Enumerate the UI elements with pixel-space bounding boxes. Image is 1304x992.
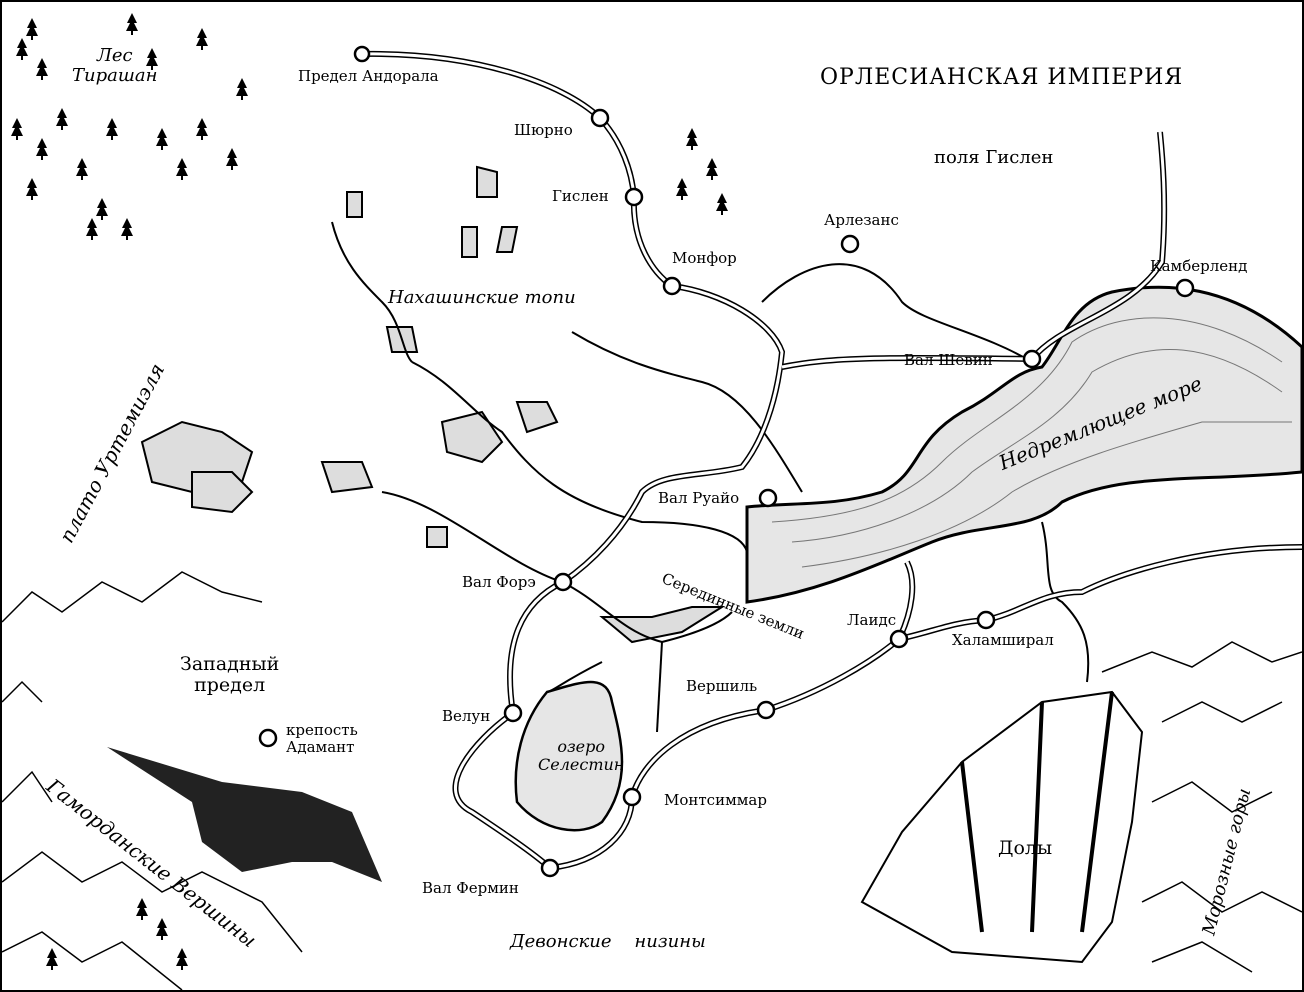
- city-halamshiral: Халамширал: [952, 631, 1054, 649]
- lake-label-2: Селестин: [538, 754, 625, 774]
- city-velun: Велун: [442, 707, 491, 725]
- dales-cliffs: [860, 690, 1144, 964]
- marsh-ponds: [140, 165, 726, 644]
- western-approach-1: Западный: [180, 653, 280, 675]
- city-andoral: Предел Андорала: [298, 67, 439, 85]
- forest-label-1: Лес: [96, 45, 133, 66]
- marshes-label: Нахашинские топи: [388, 287, 576, 308]
- rift: [107, 747, 382, 882]
- city-cumberland: Камберленд: [1150, 257, 1248, 275]
- mountains: [2, 571, 1302, 990]
- forest-label-2: Тирашан: [72, 64, 158, 86]
- city-verchiel: Вершиль: [686, 677, 758, 695]
- adamant-2: Адамант: [286, 737, 355, 756]
- city-markers: [258, 45, 1195, 878]
- empire-title: ОРЛЕСИАНСКАЯ ИМПЕРИЯ: [820, 65, 1184, 90]
- city-arlesans: Арлезанс: [824, 211, 899, 229]
- rivers: [331, 221, 1090, 733]
- city-montsimmard: Монтсиммар: [664, 791, 767, 809]
- city-foret: Вал Форэ: [462, 573, 536, 591]
- lowlands-label: Девонские низины: [510, 931, 706, 952]
- city-lydes: Лаидс: [847, 611, 897, 629]
- dales-label: Долы: [998, 837, 1053, 859]
- sea-contours: [771, 317, 1292, 568]
- city-montfort: Монфор: [672, 249, 737, 267]
- western-approach-2: предел: [194, 673, 266, 696]
- city-chevin: Вал Шевин: [904, 351, 993, 369]
- city-ghislain: Гислен: [552, 187, 609, 205]
- lake-label-1: озеро: [557, 737, 606, 756]
- city-firmin: Вал Фермин: [422, 879, 519, 897]
- fields-label: поля Гислен: [934, 147, 1054, 168]
- adamant-1: крепость: [286, 721, 358, 739]
- city-churneau: Шюрно: [514, 121, 573, 139]
- city-royeaux: Вал Руайо: [658, 489, 740, 507]
- cliff-lines: [960, 691, 1114, 933]
- lake-celestine: [514, 680, 624, 832]
